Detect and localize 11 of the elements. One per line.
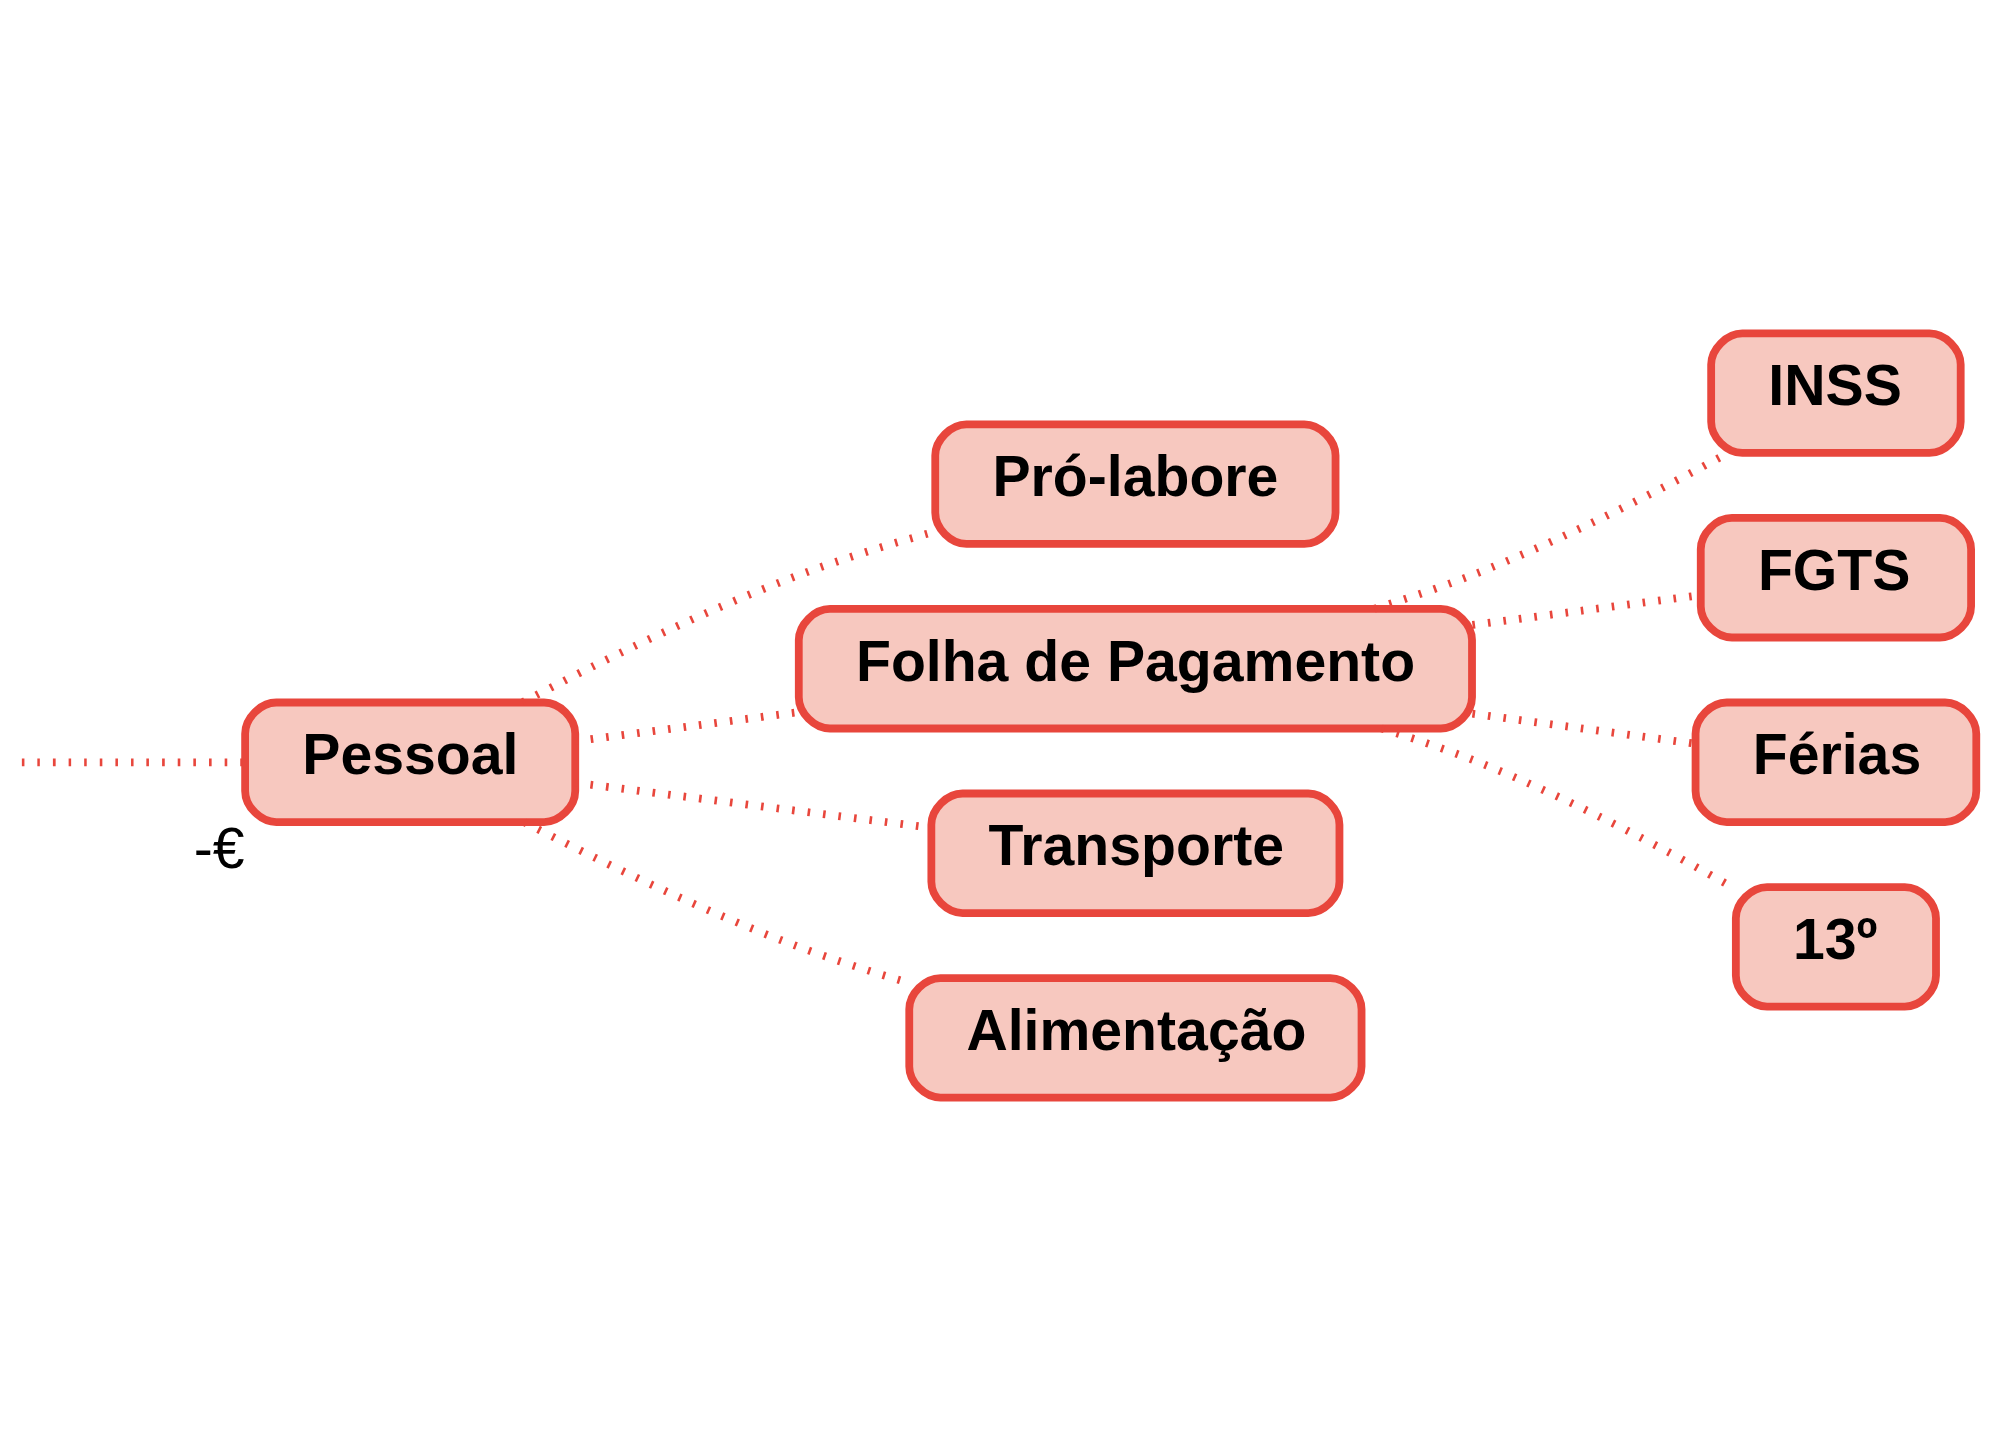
node-box: Transporte: [926, 789, 1343, 917]
connector: [21, 758, 245, 767]
node-box: INSS: [1706, 329, 1965, 457]
node-box: Pró-labore: [930, 420, 1339, 548]
node-box: 13º: [1731, 883, 1940, 1011]
node-box: Alimentação: [904, 974, 1365, 1102]
connector: [1471, 709, 1695, 748]
node-box: FGTS: [1696, 514, 1975, 642]
node-box: Folha de Pagamento: [794, 605, 1476, 733]
node-box: Pessoal: [240, 698, 579, 826]
node-box: Férias: [1691, 698, 1980, 826]
